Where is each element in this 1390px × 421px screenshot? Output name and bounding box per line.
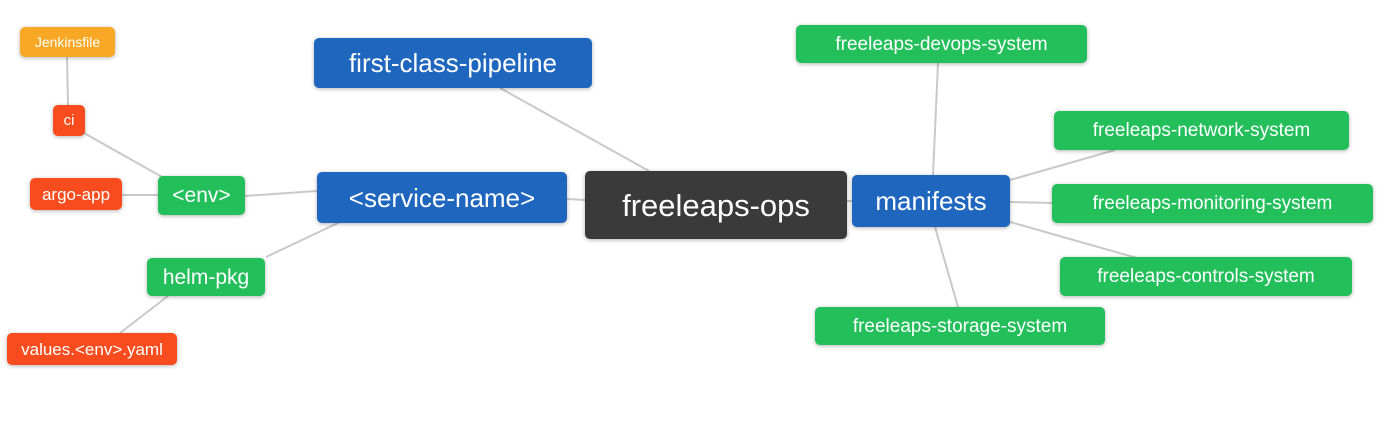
- node-freeleaps-monitoring-system[interactable]: freeleaps-monitoring-system: [1052, 184, 1373, 223]
- edge-manifests-freeleaps-controls-system: [1009, 221, 1138, 259]
- edge-env-service-name: [244, 190, 318, 197]
- edge-jenkinsfile-ci: [66, 56, 69, 106]
- node-freeleaps-storage-system[interactable]: freeleaps-storage-system: [815, 307, 1105, 345]
- edge-service-name-freeleaps-ops: [566, 198, 586, 201]
- node-helm-pkg[interactable]: helm-pkg: [147, 258, 265, 296]
- node-jenkinsfile[interactable]: Jenkinsfile: [20, 27, 115, 57]
- node-freeleaps-network-system[interactable]: freeleaps-network-system: [1054, 111, 1349, 150]
- node-freeleaps-ops[interactable]: freeleaps-ops: [585, 171, 847, 239]
- edge-manifests-freeleaps-monitoring-system: [1009, 201, 1053, 204]
- edge-first-class-pipeline-freeleaps-ops: [499, 87, 650, 172]
- node-service-name[interactable]: <service-name>: [317, 172, 567, 223]
- node-values-env-yaml[interactable]: values.<env>.yaml: [7, 333, 177, 365]
- node-ci[interactable]: ci: [53, 105, 85, 136]
- edge-manifests-freeleaps-devops-system: [932, 62, 939, 176]
- edge-helm-pkg-service-name: [265, 221, 341, 258]
- node-argo-app[interactable]: argo-app: [30, 178, 122, 210]
- edge-manifests-freeleaps-storage-system: [934, 226, 959, 308]
- node-freeleaps-devops-system[interactable]: freeleaps-devops-system: [796, 25, 1087, 63]
- edge-manifests-freeleaps-network-system: [1009, 149, 1116, 181]
- node-env[interactable]: <env>: [158, 176, 245, 215]
- edge-ci-env: [83, 132, 163, 178]
- node-freeleaps-controls-system[interactable]: freeleaps-controls-system: [1060, 257, 1352, 296]
- edge-helm-pkg-values-env-yaml: [119, 295, 169, 334]
- node-first-class-pipeline[interactable]: first-class-pipeline: [314, 38, 592, 88]
- node-manifests[interactable]: manifests: [852, 175, 1010, 227]
